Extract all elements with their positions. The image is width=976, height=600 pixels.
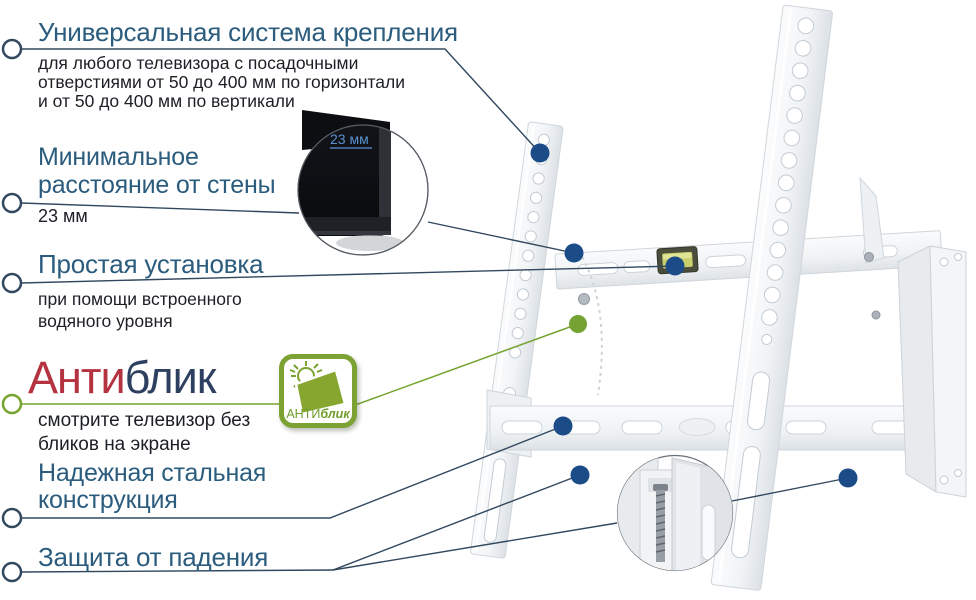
antiglare-badge-art (289, 361, 347, 416)
title-min-wall-distance: Минимальное расстояние от стены (38, 143, 276, 199)
body-universal-mounting: для любого телевизора с посадочными отве… (38, 53, 406, 111)
title-easy-install: Простая установка (38, 249, 264, 279)
tilt-hook (859, 176, 885, 264)
ring-easy-install (1, 272, 23, 294)
lock-screw (871, 310, 881, 320)
dot-min-distance (564, 243, 584, 263)
ring-antiglare (1, 393, 23, 415)
ring-universal (1, 38, 23, 60)
dot-steel (553, 416, 573, 436)
title-steel-construction: Надежная стальная конструкция (38, 459, 267, 514)
dot-universal (530, 143, 550, 163)
tv-mount-product (470, 4, 967, 591)
callout-rings (1, 38, 23, 583)
title-antiglare-red: Анти (28, 352, 126, 403)
callout-line-easy-install (20, 265, 676, 284)
value-min-wall-distance: 23 мм (38, 206, 88, 226)
callout-line-fall-3 (731, 477, 849, 502)
title-universal-mounting: Универсальная система крепления (38, 17, 458, 47)
brand-stamp-oval (678, 418, 716, 436)
inset-fall-protection (616, 454, 734, 572)
callout-line-fall-2 (332, 522, 618, 571)
inset-wall-distance-label: 23 мм (330, 131, 369, 147)
wall-plate-right-frame (897, 245, 967, 498)
body-easy-install: при помощи встроенного водяного уровня (38, 289, 242, 331)
title-antiglare-navy: блик (124, 352, 217, 403)
callout-line-steel (21, 425, 564, 519)
ring-min-distance (1, 192, 23, 214)
dot-easy-install (665, 256, 685, 276)
ring-fall (1, 561, 23, 583)
safety-screw-photo (617, 455, 733, 571)
title-antiglare: Антиблик (28, 352, 217, 404)
screen-icon (294, 368, 347, 416)
dot-fall-2 (838, 468, 858, 488)
ring-steel (1, 507, 23, 529)
callout-line-universal (21, 48, 541, 154)
title-fall-protection: Защита от падения (38, 542, 269, 572)
antiglare-badge-label: АНТИблик (286, 407, 350, 421)
tilt-knob-screw (578, 293, 590, 305)
callout-lines (20, 48, 849, 573)
antiglare-badge: АНТИблик (279, 354, 357, 428)
hook-screw (864, 252, 874, 262)
callout-line-antiglare (21, 323, 579, 405)
callout-line-min-distance (20, 202, 300, 214)
right-vesa-rail (710, 4, 833, 591)
dot-fall-1 (570, 465, 590, 485)
callout-dots (530, 143, 858, 488)
inset-wall-distance: 23 мм (297, 110, 429, 256)
left-vesa-rail (470, 121, 564, 559)
callout-line-min-distance-2 (427, 221, 575, 254)
body-antiglare: смотрите телевизор без бликов на экране (38, 410, 251, 455)
dot-antiglare (569, 315, 587, 333)
tilt-arm-edge (574, 244, 603, 396)
